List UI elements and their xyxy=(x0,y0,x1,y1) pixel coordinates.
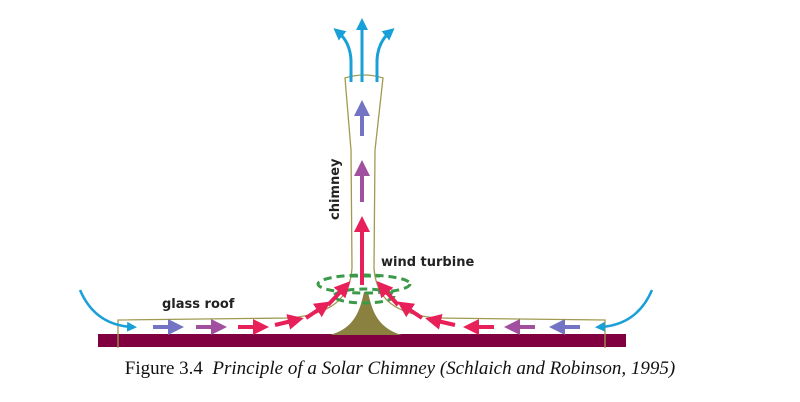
figure-title: Principle of a Solar Chimney (Schlaich a… xyxy=(212,358,676,379)
airflow-arrows-left xyxy=(153,281,351,335)
glass-roof-label: glass roof xyxy=(162,297,235,312)
figure-caption: Figure 3.4 Principle of a Solar Chimney … xyxy=(0,358,800,380)
figure-number: Figure 3.4 xyxy=(124,358,203,379)
wind-turbine-label: wind turbine xyxy=(381,255,474,270)
inflow-right-arrow-icon xyxy=(595,289,654,332)
outflow-arrows-icon xyxy=(333,18,395,82)
ground xyxy=(98,334,626,347)
airflow-arrows-right xyxy=(376,281,580,335)
central-mound xyxy=(330,292,402,335)
chimney-label: chimney xyxy=(328,158,343,220)
inflow-left-arrow-icon xyxy=(78,289,137,332)
